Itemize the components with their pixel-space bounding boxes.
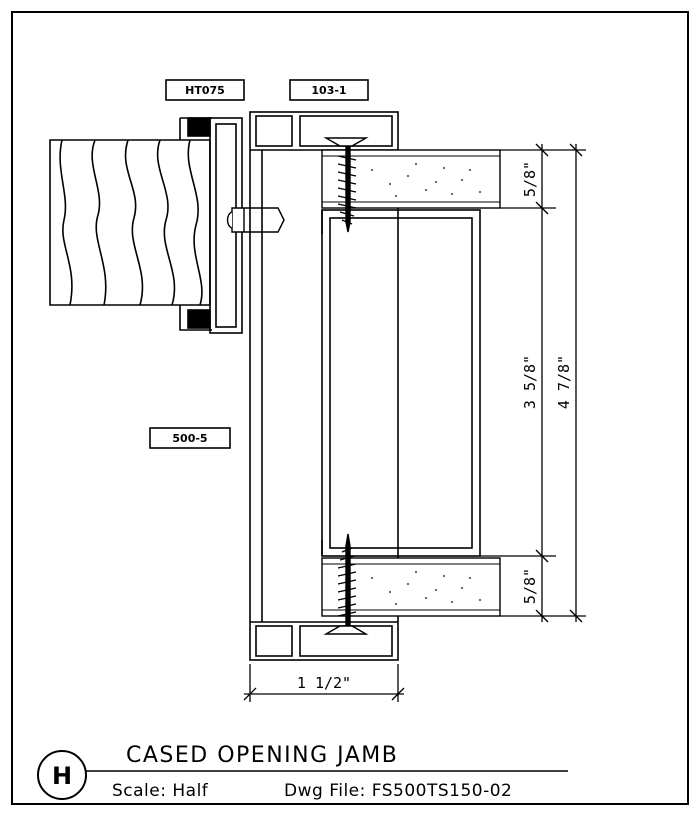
detail-callout-circle bbox=[37, 750, 87, 800]
dimension-labels: 5/8" 3 5/8" 4 7/8" 5/8" 1 1/2" bbox=[297, 161, 573, 692]
title-block: H CASED OPENING JAMB Scale: Half Dwg Fil… bbox=[37, 743, 568, 801]
detail-letter: H bbox=[52, 762, 72, 790]
dim-center-depth: 3 5/8" bbox=[521, 355, 539, 409]
dim-top-panel: 5/8" bbox=[521, 161, 539, 197]
gypsum-panel-bottom bbox=[321, 557, 501, 617]
drywall-screw-bottom bbox=[323, 533, 369, 635]
sheet-border bbox=[11, 11, 689, 805]
tag-500-5: 500-5 bbox=[149, 427, 231, 449]
casing-screw bbox=[226, 207, 285, 233]
tag-103-1: 103-1 bbox=[289, 79, 369, 101]
dim-overall-depth: 4 7/8" bbox=[555, 355, 573, 409]
dimension-lines bbox=[243, 143, 586, 702]
tag-ht075-label: HT075 bbox=[185, 84, 225, 97]
dwg-file-label: Dwg File: FS500TS150-02 bbox=[284, 781, 512, 801]
tag-500-5-label: 500-5 bbox=[172, 432, 207, 445]
frame-profile-500-5 bbox=[249, 111, 481, 661]
drywall-screw-top bbox=[323, 137, 369, 233]
wood-casing bbox=[49, 139, 211, 306]
scale-label: Scale: Half bbox=[112, 781, 209, 801]
detail-title: CASED OPENING JAMB bbox=[126, 743, 398, 768]
dim-bottom-panel: 5/8" bbox=[521, 568, 539, 604]
tag-103-1-label: 103-1 bbox=[311, 84, 346, 97]
dim-width: 1 1/2" bbox=[297, 674, 351, 692]
tag-ht075: HT075 bbox=[165, 79, 245, 101]
